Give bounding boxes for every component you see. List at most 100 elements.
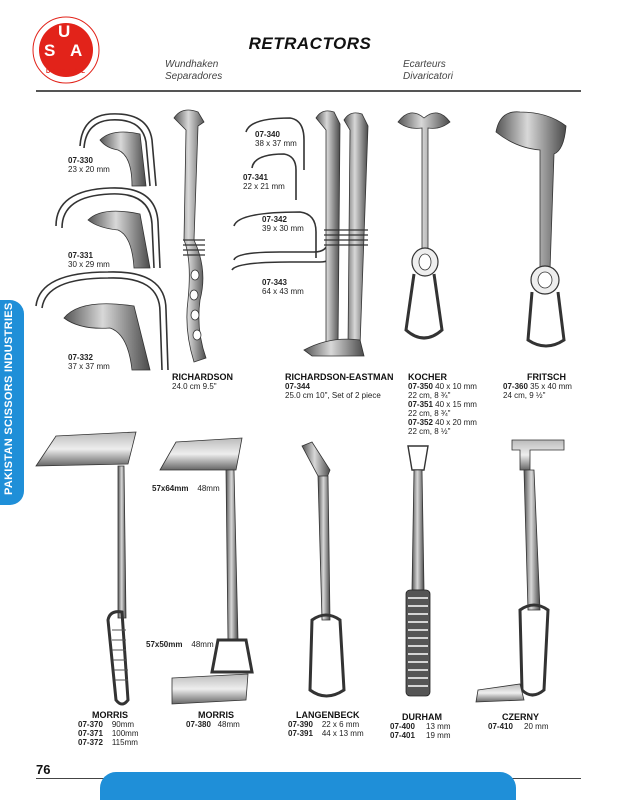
spec-code: 07-352 [408, 418, 433, 427]
spec-text: 22 x 6 mm [321, 720, 360, 729]
durham-illustration [405, 445, 431, 697]
langenbeck-label: LANGENBECK 07-390 22 x 6 mm 07-391 44 x … [288, 710, 364, 738]
title-french: Ecarteurs [403, 59, 446, 70]
spec-text: 48mm [217, 720, 240, 729]
logo-graphic [32, 16, 100, 84]
hook-07-330-blade [99, 131, 147, 187]
footer-bar [100, 772, 516, 800]
hook-07-332-label: 07-332 37 x 37 mm [68, 353, 110, 371]
side-tab: PAKISTAN SCISSORS INDUSTRIES [0, 300, 24, 505]
spec-text: 115mm [111, 738, 138, 747]
product-desc: 25.0 cm 10", Set of 2 piece [285, 391, 381, 400]
blade-size: 57x64mm [152, 484, 189, 493]
title-spanish: Separadores [165, 71, 223, 82]
header-rule [36, 90, 581, 92]
page-number: 76 [36, 762, 51, 777]
blade-size: 57x50mm [146, 640, 183, 649]
morris2-bottom-blade-label: 57x50mm 48mm [146, 640, 214, 649]
spec-line: 07-370 90mm [78, 720, 139, 729]
hook-07-341-label: 07-341 22 x 21 mm [243, 173, 285, 191]
hook-07-343-label: 07-343 64 x 43 mm [262, 278, 304, 296]
spec-code: 07-400 [390, 722, 415, 731]
spec-line: 07-400 13 mm [390, 722, 451, 731]
spec-code: 07-372 [78, 738, 103, 747]
hook-07-331-label: 07-331 30 x 29 mm [68, 251, 110, 269]
blade-value: 48mm [191, 640, 214, 649]
hook-07-331-blade [87, 210, 151, 269]
product-size: 64 x 43 mm [262, 287, 304, 296]
hook-07-332-blade [63, 303, 151, 371]
product-name: MORRIS [198, 710, 234, 720]
spec-text: 100mm [111, 729, 139, 738]
product-code: 07-341 [243, 173, 268, 182]
morris-illustration [35, 431, 137, 706]
spec-line: 22 cm, 8 ¾" [408, 409, 477, 418]
richardson-label: RICHARDSON 24.0 cm 9.5" [172, 372, 233, 391]
spec-line: 07-352 40 x 20 mm [408, 418, 477, 427]
logo-letter-s: S [44, 41, 56, 60]
richardson-eastman-illustration [303, 110, 369, 357]
spec-line: 24 cm, 9 ½" [503, 391, 572, 400]
czerny-label: CZERNY 07-410 20 mm [488, 712, 549, 731]
spec-code: 07-370 [78, 720, 103, 729]
product-desc: 24.0 cm 9.5" [172, 382, 217, 391]
spec-code: 07-390 [288, 720, 313, 729]
hook-07-342-label: 07-342 39 x 30 mm [262, 215, 304, 233]
spec-code: 07-391 [288, 729, 313, 738]
product-size: 22 x 21 mm [243, 182, 285, 191]
hook-07-330-illustration [79, 113, 157, 187]
product-code: 07-343 [262, 278, 287, 287]
hook-07-330-label: 07-330 23 x 20 mm [68, 156, 110, 174]
spec-line: 07-350 40 x 10 mm [408, 382, 477, 391]
spec-code: 07-351 [408, 400, 433, 409]
product-size: 37 x 37 mm [68, 362, 110, 371]
logo-letter-u: U [58, 22, 71, 41]
product-size: 30 x 29 mm [68, 260, 110, 269]
richardson-eastman-label: RICHARDSON-EASTMAN 07-344 25.0 cm 10", S… [285, 372, 394, 400]
product-name: MORRIS [92, 710, 128, 720]
langenbeck-illustration [301, 441, 346, 698]
spec-line: 07-391 44 x 13 mm [288, 729, 364, 738]
spec-text: 35 x 40 mm [530, 382, 572, 391]
spec-text: 44 x 13 mm [321, 729, 364, 738]
spec-text: 40 x 20 mm [435, 418, 477, 427]
product-code: 07-344 [285, 382, 310, 391]
spec-code: 07-410 [488, 722, 513, 731]
fritsch-label: FRITSCH 07-360 35 x 40 mm 24 cm, 9 ½" [503, 372, 572, 400]
spec-line: 07-401 19 mm [390, 731, 451, 740]
spec-code: 07-401 [390, 731, 415, 740]
product-name: KOCHER [408, 372, 448, 382]
hook-07-332-illustration [35, 271, 169, 371]
spec-code: 07-371 [78, 729, 103, 738]
spec-line: 07-410 20 mm [488, 722, 549, 731]
product-size: 23 x 20 mm [68, 165, 110, 174]
morris-07-380-illustration [159, 437, 254, 705]
fritsch-illustration [495, 111, 567, 348]
product-name: RICHARDSON [172, 372, 234, 382]
morris2-top-blade-label: 57x64mm 48mm [152, 484, 220, 493]
morris-label: MORRIS 07-370 90mm 07-371 100mm 07-372 1… [78, 710, 139, 747]
morris2-label: MORRIS 07-380 48mm [186, 710, 240, 729]
title-german: Wundhaken [165, 59, 219, 70]
spec-text: 24 cm, 9 ½" [503, 391, 546, 400]
richardson-illustration [173, 109, 207, 363]
product-name: CZERNY [502, 712, 540, 722]
kocher-illustration [397, 112, 451, 340]
product-name: DURHAM [402, 712, 442, 722]
spec-text: 22 cm, 8 ½" [408, 427, 451, 436]
spec-line: 07-371 100mm [78, 729, 139, 738]
title-italian: Divaricatori [403, 71, 454, 82]
czerny-illustration [475, 439, 565, 703]
page-title: RETRACTORS [248, 34, 372, 53]
spec-line: 07-360 35 x 40 mm [503, 382, 572, 391]
spec-line: 07-380 48mm [186, 720, 240, 729]
spec-line: 07-351 40 x 15 mm [408, 400, 477, 409]
product-size: 39 x 30 mm [262, 224, 304, 233]
blade-value: 48mm [197, 484, 220, 493]
product-name: LANGENBECK [296, 710, 360, 720]
hook-07-331-illustration [55, 187, 161, 269]
product-name: FRITSCH [527, 372, 566, 382]
spec-text: 13 mm [426, 722, 451, 731]
spec-line: 22 cm, 8 ¾" [408, 391, 477, 400]
product-code: 07-332 [68, 353, 93, 362]
